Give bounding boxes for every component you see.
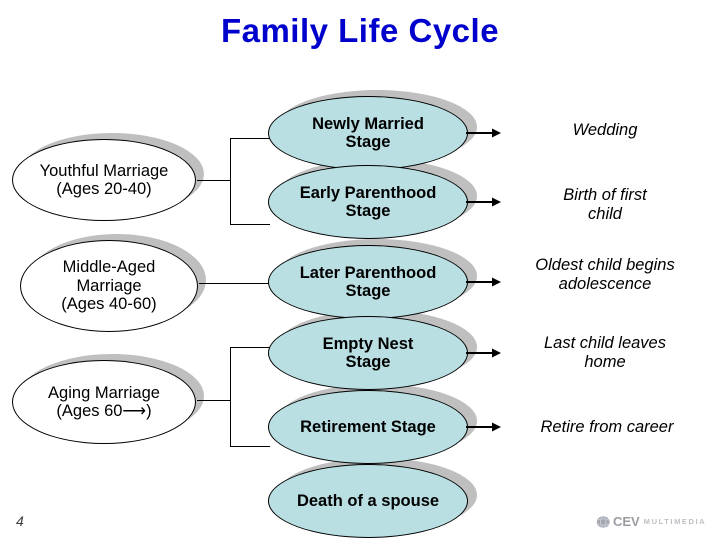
stage-oval-empty-nest-line1: Empty Nest: [322, 334, 414, 353]
stage-oval-newly-married[interactable]: Newly Married Stage: [268, 96, 468, 170]
connector-bracket-youthful-spine: [230, 138, 231, 225]
stage-oval-empty-nest-line2: Stage: [345, 353, 391, 371]
connector-bracket-aging-spine: [230, 347, 231, 447]
marriage-oval-aging[interactable]: Aging Marriage (Ages 60⟶): [12, 360, 196, 444]
stage-oval-empty-nest[interactable]: Empty Nest Stage: [268, 316, 468, 390]
marriage-oval-middle-aged-line3: (Ages 40-60): [61, 295, 157, 314]
stage-oval-newly-married-line1: Newly Married: [312, 114, 424, 133]
cev-multimedia-logo: CEV MULTIMEDIA: [596, 514, 706, 529]
stage-oval-early-parenthood[interactable]: Early Parenthood Stage: [268, 165, 468, 239]
marriage-oval-middle-aged[interactable]: Middle-Aged Marriage (Ages 40-60): [20, 240, 198, 332]
connector-stub-youthful: [197, 180, 230, 181]
stage-oval-later-parenthood[interactable]: Later Parenthood Stage: [268, 245, 468, 319]
arrow-to-wedding: [466, 128, 501, 138]
connector-branch-empty-nest: [230, 347, 270, 348]
event-caption-retire-from-career-line1: Retire from career: [540, 418, 674, 436]
arrow-to-birth-of-first-child: [466, 197, 501, 207]
stage-oval-retirement[interactable]: Retirement Stage: [268, 390, 468, 464]
marriage-oval-youthful-line2: (Ages 20-40): [56, 180, 152, 198]
event-caption-birth-of-first-child: Birth of first child: [505, 186, 705, 224]
event-caption-birth-of-first-child-line2: child: [588, 204, 622, 223]
arrow-to-retire-from-career: [466, 422, 501, 432]
globe-icon: [596, 515, 610, 528]
stage-oval-later-parenthood-line1: Later Parenthood: [299, 263, 437, 282]
marriage-oval-middle-aged-line2: Marriage: [76, 276, 142, 295]
marriage-oval-aging-line2: (Ages 60⟶): [56, 402, 152, 420]
event-caption-last-child-leaves-home-line1: Last child leaves: [544, 334, 666, 352]
stage-oval-death-of-spouse-line1: Death of a spouse: [296, 491, 440, 510]
logo-brand-subtext: MULTIMEDIA: [643, 517, 707, 526]
connector-middle-aged-to-later-parenthood: [199, 283, 271, 284]
connector-branch-early-parenthood: [230, 224, 270, 225]
event-caption-oldest-child-adolescence-line2: adolescence: [558, 274, 652, 293]
page-number: 4: [16, 513, 24, 529]
connector-stub-aging: [197, 400, 230, 401]
arrow-to-last-child-leaves-home: [466, 348, 501, 358]
stage-oval-later-parenthood-line2: Stage: [345, 282, 391, 300]
stage-oval-death-of-spouse[interactable]: Death of a spouse: [268, 464, 468, 538]
connector-branch-newly-married: [230, 138, 270, 139]
event-caption-wedding: Wedding: [505, 121, 705, 140]
page-title: Family Life Cycle: [220, 12, 500, 49]
marriage-oval-aging-line1: Aging Marriage: [48, 383, 160, 402]
event-caption-birth-of-first-child-line1: Birth of first: [563, 186, 647, 204]
stage-oval-newly-married-line2: Stage: [345, 133, 391, 151]
marriage-oval-youthful[interactable]: Youthful Marriage (Ages 20-40): [12, 139, 196, 221]
stage-oval-retirement-line1: Retirement Stage: [300, 417, 436, 436]
marriage-oval-youthful-line1: Youthful Marriage: [39, 161, 169, 180]
marriage-oval-middle-aged-line1: Middle-Aged: [62, 258, 156, 277]
event-caption-oldest-child-adolescence-line1: Oldest child begins: [535, 256, 675, 274]
event-caption-wedding-line1: Wedding: [572, 121, 638, 139]
event-caption-last-child-leaves-home: Last child leaves home: [505, 334, 705, 372]
stage-oval-early-parenthood-line1: Early Parenthood: [299, 183, 437, 202]
event-caption-retire-from-career: Retire from career: [505, 418, 709, 437]
logo-brand-text: CEV: [613, 514, 640, 529]
connector-branch-retirement: [230, 446, 270, 447]
arrow-to-oldest-child-adolescence: [466, 277, 501, 287]
event-caption-last-child-leaves-home-line2: home: [584, 352, 626, 371]
event-caption-oldest-child-adolescence: Oldest child begins adolescence: [497, 256, 713, 294]
stage-oval-early-parenthood-line2: Stage: [345, 202, 391, 220]
